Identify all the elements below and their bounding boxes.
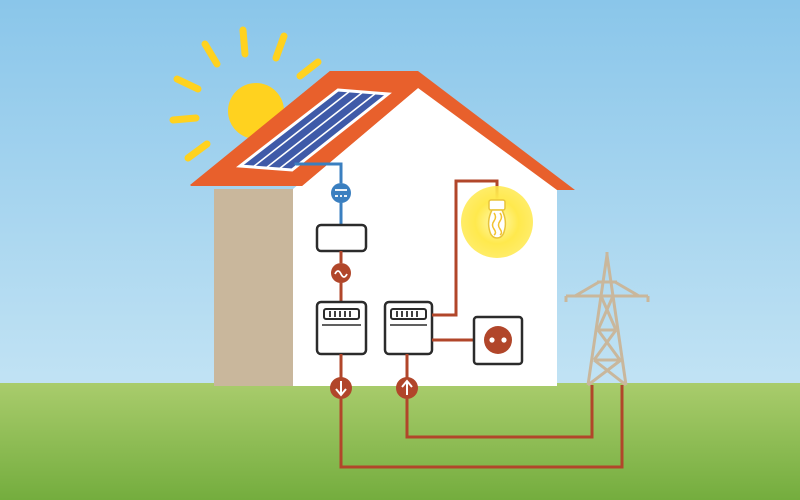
meter-left <box>315 300 368 356</box>
arrow-down-icon <box>330 377 352 399</box>
meter-right <box>383 300 434 356</box>
ac-sine-icon <box>331 263 351 283</box>
arrow-up-icon <box>396 377 418 399</box>
grass <box>0 383 800 500</box>
power-socket-icon <box>472 315 524 366</box>
dc-wire <box>294 162 343 183</box>
grid-wire-inner <box>405 385 594 439</box>
house-side-wall <box>214 189 293 386</box>
dc-symbol-icon <box>331 183 351 203</box>
solar-panel-icon <box>236 88 392 172</box>
light-bulb-icon <box>461 186 533 258</box>
grid-wire-outer <box>339 385 624 469</box>
power-pylon-icon <box>564 252 650 387</box>
inverter-box <box>315 223 368 253</box>
